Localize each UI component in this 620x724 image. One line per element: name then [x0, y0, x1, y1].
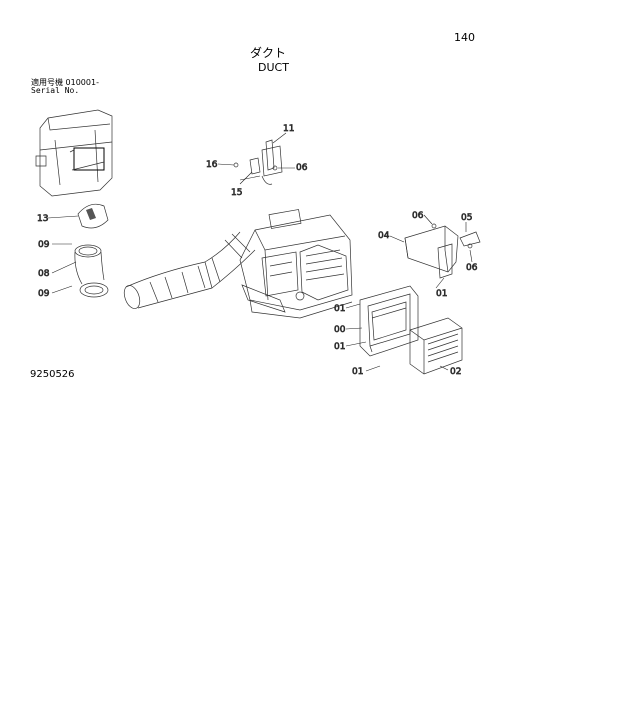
- callout-01-c: 01: [334, 342, 345, 352]
- part-00-frame: [359, 285, 419, 357]
- callout-04: 04: [378, 231, 390, 241]
- callout-09-upper: 09: [38, 240, 50, 250]
- callout-01-b: 01: [436, 289, 447, 299]
- callout-06-right: 06: [466, 263, 478, 273]
- leader-lines: [47, 132, 473, 372]
- callout-00: 00: [334, 325, 346, 335]
- callout-13: 13: [37, 214, 48, 224]
- callout-01-a: 01: [334, 304, 345, 314]
- part-02-filter: [409, 317, 463, 375]
- callout-09-lower: 09: [38, 289, 50, 299]
- part-13-duct-piece: [77, 203, 109, 229]
- callout-06-cover: 06: [412, 211, 424, 221]
- cab-location-thumbnail: [35, 109, 113, 197]
- callout-11: 11: [283, 124, 294, 134]
- callout-16: 16: [206, 160, 218, 170]
- part-04-cover: [404, 223, 481, 279]
- page-number: 140: [454, 31, 475, 44]
- part-08-elbow-duct: [74, 244, 109, 298]
- callout-01-d: 01: [352, 367, 363, 377]
- figure-number: 9250526: [30, 369, 75, 380]
- hvac-unit: [239, 209, 353, 319]
- callout-06-upper: 06: [296, 163, 308, 173]
- callout-05: 05: [461, 213, 472, 223]
- callout-02: 02: [450, 367, 461, 377]
- parts-11-15-16-bracket: [233, 139, 283, 185]
- page-title-japanese: ダクト: [250, 46, 287, 60]
- page-title-english: DUCT: [258, 61, 289, 74]
- flex-hose: [123, 231, 256, 309]
- callout-15: 15: [231, 188, 242, 198]
- callout-08: 08: [38, 269, 50, 279]
- serial-label-english: Serial No.: [31, 86, 80, 95]
- serial-label-japanese: 適用号機 010001-: [31, 78, 99, 87]
